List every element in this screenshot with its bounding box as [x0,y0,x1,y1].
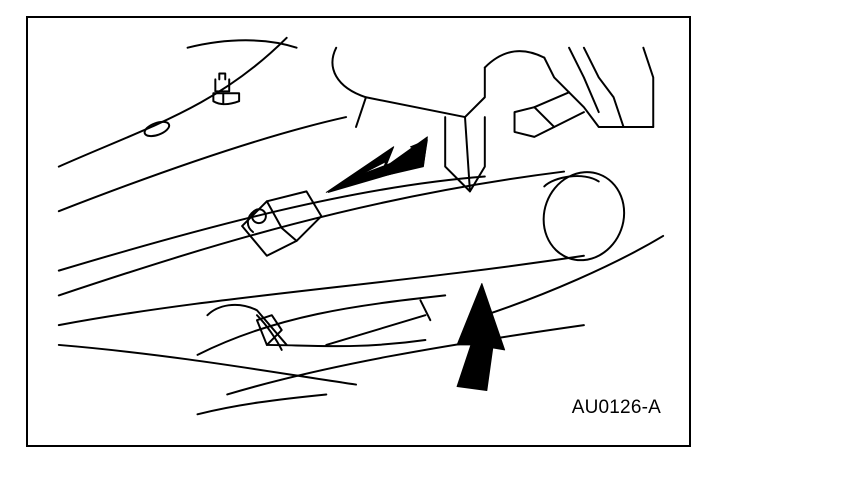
lower-sweep-3 [196,393,328,416]
figure-id-label: AU0126-A [571,397,661,418]
arm-end-opening [542,171,626,262]
lower-right-sweep [483,234,665,317]
lower-sweep-1 [57,343,358,386]
mounting-bolt [212,72,241,106]
lower-sweep-4 [265,338,427,348]
suspension-arm-illustration [57,36,665,416]
body-panel-long-curve [57,116,348,213]
body-panel-slot [143,120,171,138]
upper-body-panel-curve [57,36,288,168]
arrow-pointing-left-icon [325,136,428,193]
diagram-frame: AU0126-A [26,16,691,447]
central-bracket [331,46,546,193]
lower-control-arm [57,170,626,356]
lower-sweep-2 [226,324,585,396]
lower-clip [206,303,288,351]
upper-body-panel-outer [186,39,298,49]
upper-clamp [241,190,323,257]
upper-right-component [513,46,655,138]
arrow-pointing-up-icon [456,283,506,392]
